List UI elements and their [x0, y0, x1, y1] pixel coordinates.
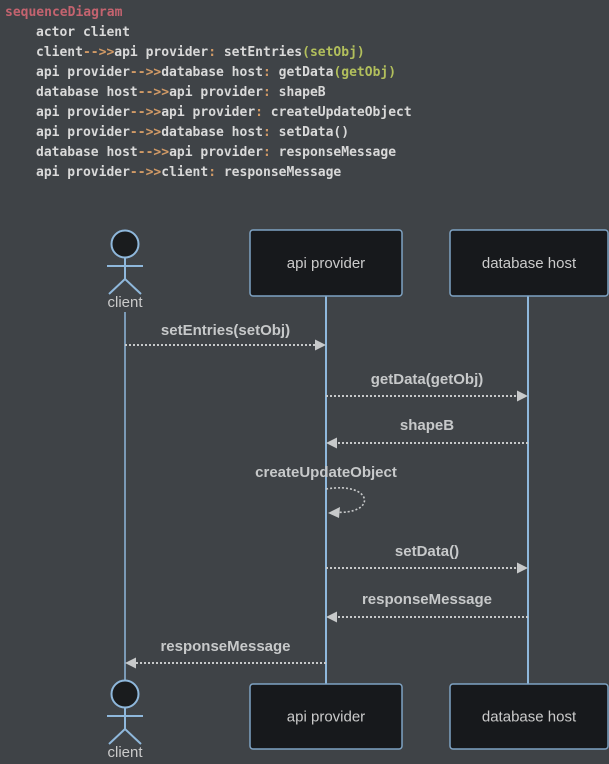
code-token-op: -->>	[129, 125, 162, 140]
message-arrowhead	[517, 390, 528, 402]
code-token-plain: api provider	[161, 105, 256, 120]
actor-head	[110, 229, 140, 259]
actor-head	[110, 679, 140, 709]
code-token-plain: api provider	[36, 165, 130, 180]
code-token-param: (getObj)	[333, 65, 397, 80]
code-line: database host-->>api provider: responseM…	[5, 143, 412, 163]
actor-leg-right	[124, 728, 142, 745]
participant-label: api provider	[287, 255, 365, 272]
code-token-op: :	[255, 105, 263, 120]
code-token-plain: client	[36, 45, 83, 60]
code-token-plain: database host	[36, 85, 138, 100]
code-line: client-->>api provider: setEntries(setOb…	[5, 43, 412, 63]
code-line: api provider-->>database host: setData()	[5, 123, 412, 143]
code-token-op: -->>	[129, 65, 162, 80]
message-arrowhead	[326, 611, 337, 623]
code-token-plain: responseMessage	[270, 145, 397, 160]
code-line: api provider-->>database host: getData(g…	[5, 63, 412, 83]
message-arrowhead	[326, 437, 337, 449]
code-line: api provider-->>client: responseMessage	[5, 163, 412, 183]
code-token-plain: api provider	[169, 85, 263, 100]
code-token-plain: api provider	[36, 105, 130, 120]
code-token-op: :	[208, 45, 217, 60]
code-token-op: -->>	[129, 105, 162, 120]
participant-top-box-api-provider	[249, 229, 403, 297]
code-token-op: :	[262, 145, 271, 160]
message-label: responseMessage	[160, 638, 290, 655]
message-arrowhead	[125, 657, 136, 669]
code-token-op: -->>	[137, 145, 170, 160]
code-token-plain: actor client	[36, 25, 130, 40]
code-token-plain: api provider	[36, 65, 130, 80]
message-label: setData()	[395, 543, 459, 560]
code-token-op: :	[208, 165, 217, 180]
participant-top-box-database-host	[449, 229, 609, 297]
code-token-plain: createUpdateObject	[262, 105, 412, 120]
actor-leg-left	[108, 278, 126, 295]
code-token-op: :	[262, 125, 271, 140]
self-message-loop	[325, 487, 366, 514]
code-token-keyword: sequenceDiagram	[5, 5, 123, 20]
actor-figure-top: client	[107, 229, 143, 311]
code-token-op: :	[262, 65, 271, 80]
code-token-op: -->>	[129, 165, 162, 180]
message-label: createUpdateObject	[255, 464, 397, 481]
code-token-plain: setData()	[270, 125, 350, 140]
participant-bottom-box-database-host	[449, 683, 609, 750]
code-line: actor client	[5, 23, 412, 43]
actor-label: client	[107, 744, 143, 761]
code-line: database host-->>api provider: shapeB	[5, 83, 412, 103]
code-token-param: (setObj)	[302, 45, 365, 60]
actor-label: client	[107, 294, 143, 311]
code-token-plain: client	[161, 165, 209, 180]
code-line: api provider-->>api provider: createUpda…	[5, 103, 412, 123]
code-token-op: -->>	[82, 45, 115, 60]
message-label: getData(getObj)	[371, 371, 484, 388]
code-token-plain: setEntries	[216, 45, 303, 60]
code-token-plain: shapeB	[270, 85, 326, 100]
message-arrowhead	[328, 507, 340, 518]
code-token-plain: database host	[161, 65, 263, 80]
message-label: setEntries(setObj)	[161, 322, 290, 339]
actor-figure-bottom: client	[107, 679, 143, 761]
actor-leg-left	[108, 728, 126, 745]
code-token-op: :	[262, 85, 271, 100]
actor-leg-right	[124, 278, 142, 295]
code-token-plain: api provider	[169, 145, 263, 160]
code-token-op: -->>	[137, 85, 170, 100]
code-token-plain: getData	[270, 65, 334, 80]
participant-label: database host	[482, 255, 577, 272]
message-arrowhead	[517, 562, 528, 574]
message-label: responseMessage	[362, 591, 492, 608]
code-token-plain: database host	[161, 125, 263, 140]
participant-bottom-box-api-provider	[249, 683, 403, 750]
code-line: sequenceDiagram	[5, 3, 412, 23]
code-token-plain: responseMessage	[216, 165, 342, 180]
participant-label: database host	[482, 709, 577, 726]
code-token-plain: api provider	[36, 125, 130, 140]
message-label: shapeB	[400, 417, 454, 434]
code-token-plain: api provider	[114, 45, 209, 60]
participant-label: api provider	[287, 709, 365, 726]
code-token-plain: database host	[36, 145, 138, 160]
message-arrowhead	[315, 339, 326, 351]
